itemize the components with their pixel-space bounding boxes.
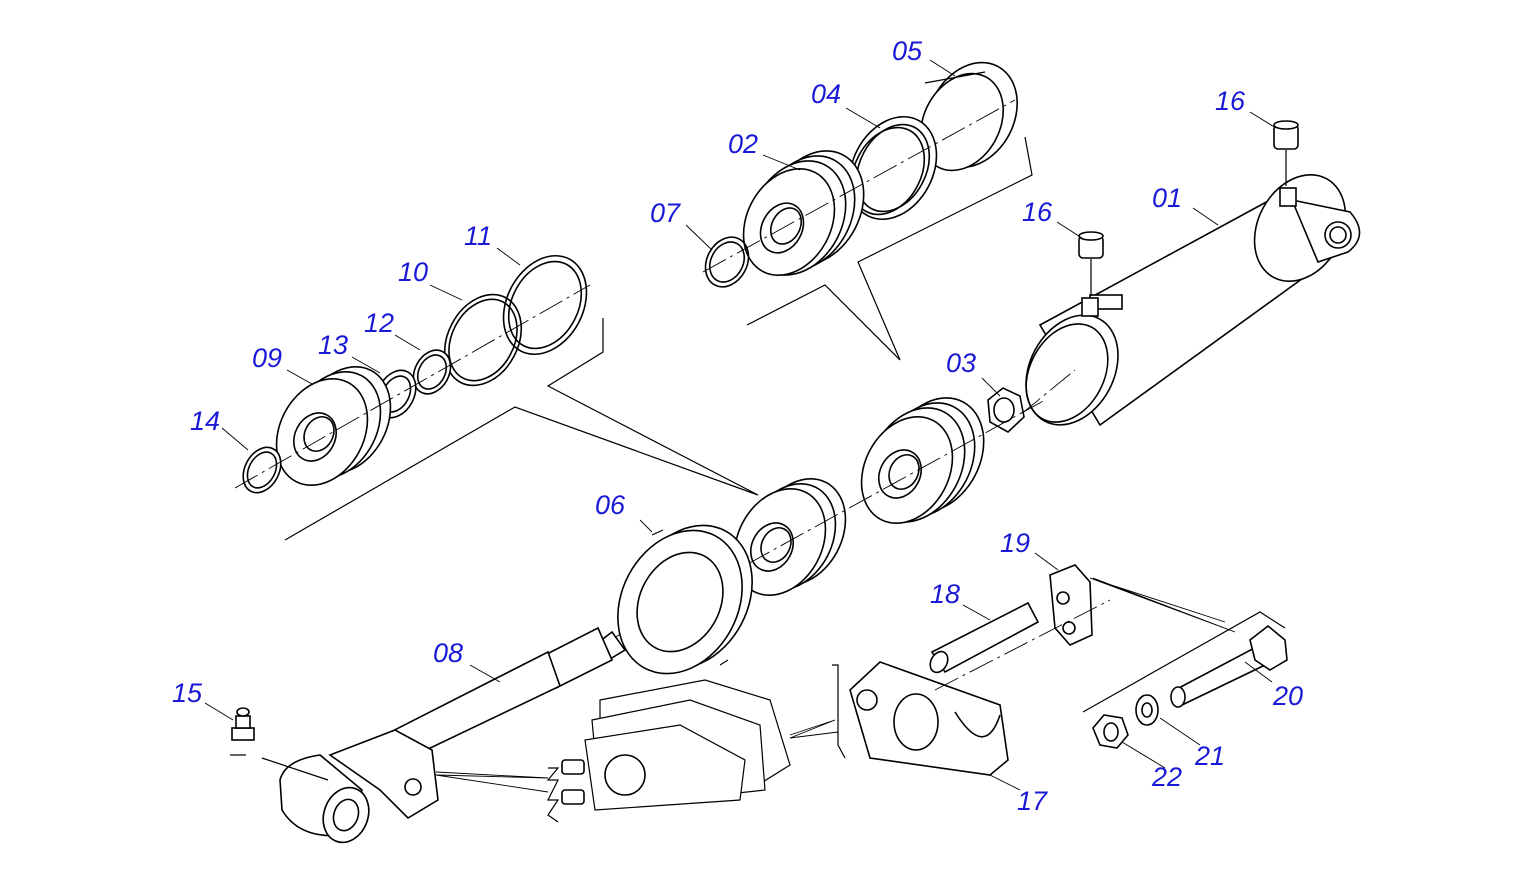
- label-15: 15: [172, 678, 203, 708]
- part-10-o-ring: [443, 293, 523, 387]
- part-15-grease-nipple: [230, 707, 255, 756]
- axis-upper-group: [702, 99, 1016, 273]
- label-04: 04: [811, 79, 841, 109]
- leader-19-group: [1089, 577, 1236, 633]
- part-04-seal-ring: [848, 115, 938, 221]
- label-08: 08: [433, 638, 463, 668]
- leader-rod-to-lug: [435, 771, 549, 793]
- part-02-piston: [742, 150, 865, 277]
- part-labels: 01 02 03 04 05 06 07 08 09 10 11 12 13 1…: [172, 36, 1303, 816]
- bracket-upper-group: [746, 136, 1033, 361]
- label-05: 05: [892, 36, 923, 66]
- label-22: 22: [1151, 762, 1182, 792]
- axis-left-group: [234, 284, 591, 489]
- part-22-nut: [1092, 714, 1129, 749]
- piston-assembly-center: [860, 397, 985, 525]
- label-20: 20: [1272, 681, 1303, 711]
- gland-assembly-center: [733, 477, 847, 597]
- label-02: 02: [728, 129, 758, 159]
- label-10: 10: [398, 257, 428, 287]
- label-13: 13: [318, 330, 348, 360]
- bracket-lug-left: [546, 767, 560, 823]
- bracket-lower-right: [1082, 611, 1286, 713]
- part-07-o-ring: [704, 236, 750, 288]
- label-07: 07: [650, 198, 681, 228]
- part-11-backup-ring: [502, 254, 588, 356]
- part-19-plate: [1049, 564, 1093, 646]
- part-03-piston-nut: [987, 387, 1025, 433]
- label-18: 18: [930, 579, 960, 609]
- part-16-grease-cap-a: [1273, 120, 1299, 186]
- part-12-wiper: [412, 349, 452, 395]
- part-21-washer: [1135, 694, 1159, 726]
- part-16-grease-cap-b: [1078, 231, 1104, 296]
- label-16-mid: 16: [1022, 197, 1053, 227]
- part-08-piston-rod: [261, 626, 627, 844]
- label-11: 11: [464, 221, 492, 251]
- part-09-gland: [275, 365, 392, 487]
- label-14: 14: [190, 406, 220, 436]
- part-20-bolt: [1170, 624, 1288, 708]
- part-17-clevis: [849, 661, 1009, 776]
- label-16-top: 16: [1215, 86, 1246, 116]
- part-18-pin: [929, 601, 1040, 674]
- bracket-left-group: [284, 318, 759, 541]
- label-06: 06: [595, 490, 626, 520]
- leader-lines: [204, 59, 1277, 791]
- part-05-guide-band: [919, 61, 1018, 172]
- bracket-lug-right: [832, 664, 846, 759]
- label-09: 09: [252, 343, 282, 373]
- part-14-scraper-ring: [242, 446, 282, 494]
- label-17: 17: [1017, 786, 1048, 816]
- label-21: 21: [1194, 741, 1225, 771]
- label-03: 03: [946, 348, 976, 378]
- lug-stack: [561, 679, 791, 811]
- label-19: 19: [1000, 528, 1030, 558]
- part-01-cylinder-tube: [1019, 173, 1361, 427]
- leader-lug-to-clevis: [789, 719, 839, 739]
- label-01: 01: [1152, 183, 1182, 213]
- label-12: 12: [364, 308, 394, 338]
- part-06-lock-nut: [617, 524, 753, 675]
- axis-lower-right: [934, 599, 1111, 691]
